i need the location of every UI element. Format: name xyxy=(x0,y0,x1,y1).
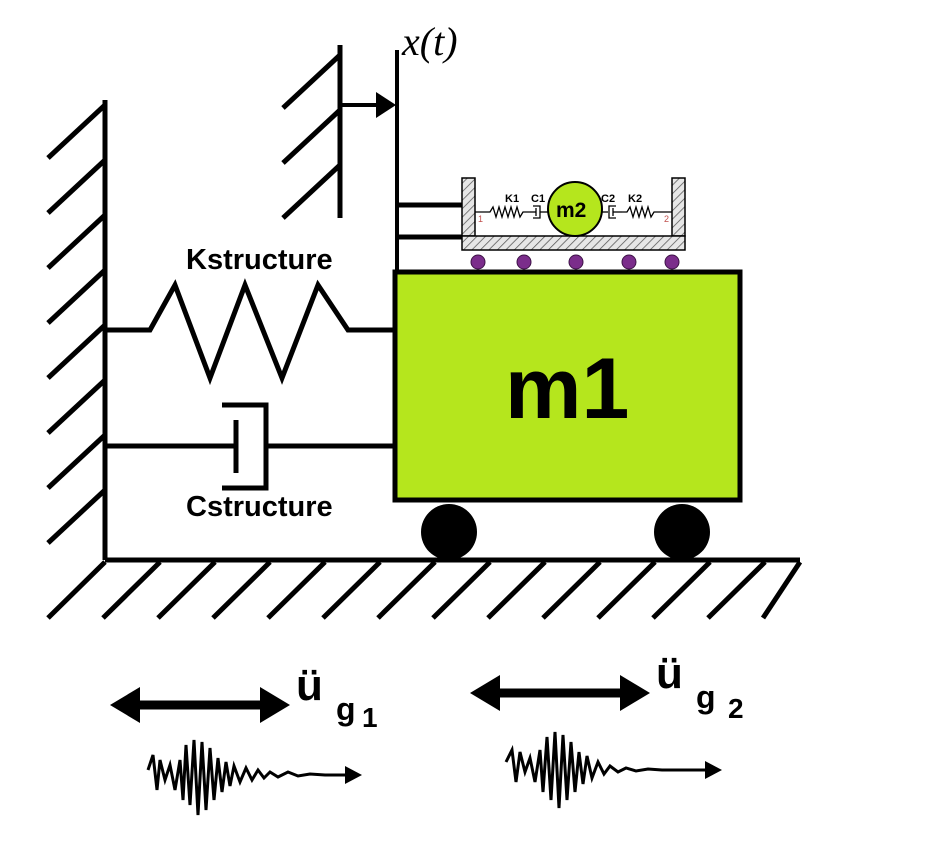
mass-m1-label: m1 xyxy=(505,341,629,437)
structure-damper-label: Cstructure xyxy=(186,491,333,523)
tmd-c2-label: C2 xyxy=(601,193,615,205)
tmd-k1-label: K1 xyxy=(505,193,519,205)
roller xyxy=(470,254,486,270)
ground-excitation-1-arrow xyxy=(110,687,290,723)
displacement-arrow xyxy=(340,92,396,118)
tmd-connectors xyxy=(397,202,462,240)
structure-damper xyxy=(105,402,395,491)
mass-m2-label: m2 xyxy=(556,199,586,222)
reference-frame xyxy=(281,45,343,220)
roller xyxy=(664,254,680,270)
tmd-damper-c1 xyxy=(530,205,549,219)
tmd-c1-label: C1 xyxy=(531,193,545,205)
tmd-k2-label: K2 xyxy=(628,193,642,205)
ground-motion-signal-1 xyxy=(146,739,362,816)
structure-spring xyxy=(105,278,395,386)
structure-spring-label: Kstructure xyxy=(186,244,333,276)
roller xyxy=(621,254,637,270)
wheel-right xyxy=(654,504,710,560)
tmd-spring-k1 xyxy=(475,204,530,220)
tmd-damper-c2 xyxy=(600,205,622,219)
left-wall xyxy=(46,100,108,560)
wheel-left xyxy=(421,504,477,560)
tmd-node-2-label: 2 xyxy=(664,214,669,224)
roller xyxy=(568,254,584,270)
tmd-spring-k2 xyxy=(622,204,672,220)
roller xyxy=(516,254,532,270)
tmd-rollers xyxy=(470,254,680,270)
ground-excitation-2-arrow xyxy=(470,675,650,711)
ground xyxy=(46,557,803,620)
mass-m1 xyxy=(392,269,743,503)
tmd-node-1-label: 1 xyxy=(478,214,483,224)
ground-motion-signal-2 xyxy=(504,731,722,809)
mass-m2 xyxy=(547,181,603,237)
displacement-label: x(t) xyxy=(401,19,458,64)
